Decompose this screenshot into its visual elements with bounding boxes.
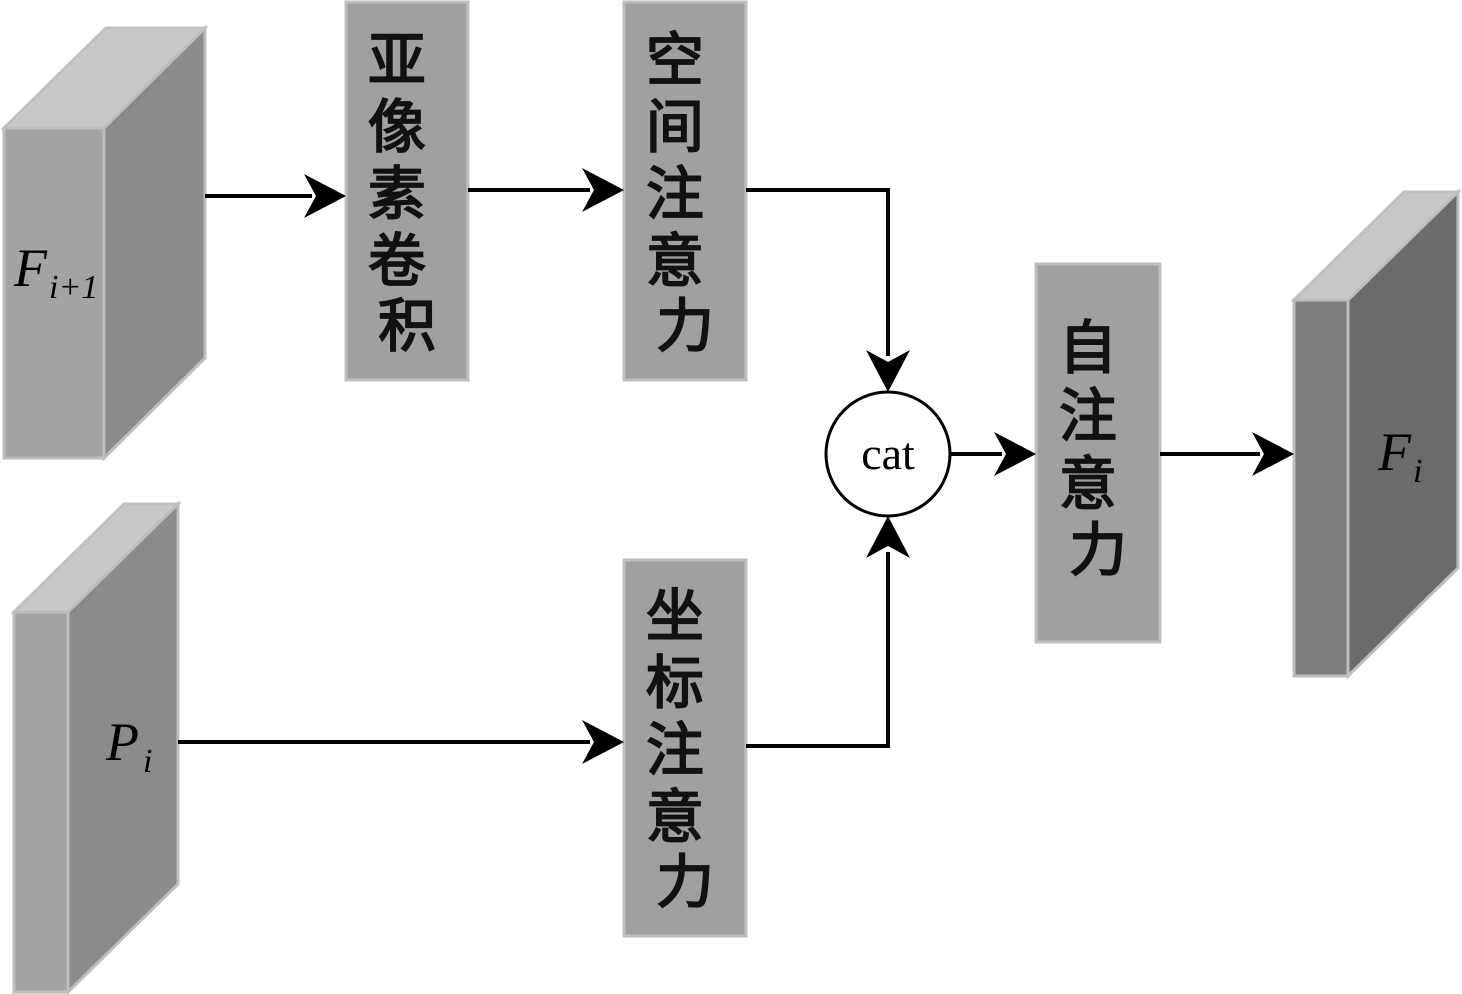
svg-text:坐 标 注 意: 坐 标 注 意 力 — [646, 582, 724, 916]
concat-label: cat — [861, 428, 915, 479]
svg-text:自 注 意 力: 自 注 意 力 — [1059, 314, 1137, 584]
arrow-subpixel-to-spatial — [468, 168, 624, 212]
concat-node: cat — [824, 390, 952, 518]
subpixel-conv-block: 亚 像 素 卷 积 — [344, 0, 470, 382]
coordinate-attention-block: 坐 标 注 意 力 — [622, 558, 748, 938]
svg-text:亚 像 素 卷: 亚 像 素 卷 积 — [368, 26, 446, 360]
arrow-fnext-to-subpixel — [205, 174, 346, 218]
arrow-coord-to-concat — [746, 516, 910, 748]
output-feature-cube-f: Fi — [1290, 188, 1462, 680]
self-attention-block: 自 注 意 力 — [1034, 262, 1162, 644]
svg-text:空 间 注 意: 空 间 注 意 力 — [646, 26, 724, 360]
f-next-label: Fi+1 — [13, 238, 98, 306]
arrow-p-to-coord — [178, 720, 624, 764]
f-output-label: Fi — [1377, 422, 1422, 490]
arrow-self-attention-to-output — [1160, 432, 1294, 476]
spatial-attention-block: 空 间 注 意 力 — [622, 0, 748, 382]
input-feature-cube-f-next: Fi+1 — [0, 24, 209, 462]
arrow-spatial-to-concat — [746, 188, 910, 392]
arrow-concat-to-self-attention — [950, 432, 1036, 476]
